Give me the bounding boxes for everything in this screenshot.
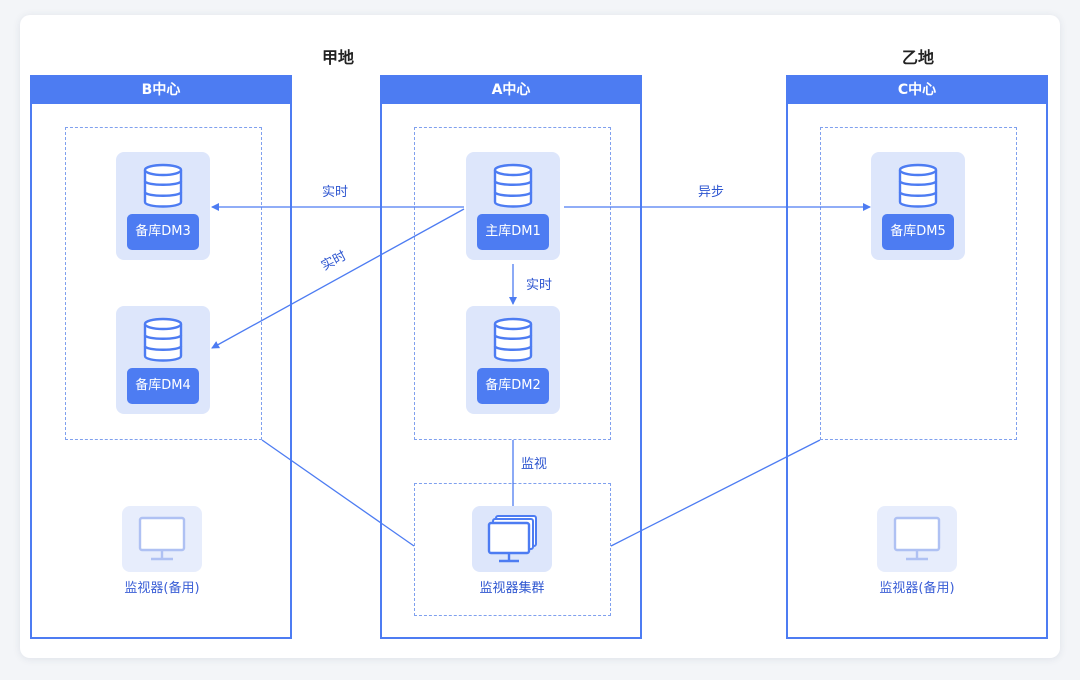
edge-monitor-c [610,439,821,547]
monitor-cluster-icon [487,515,537,563]
edge-label-dm1-dm3: 实时 [322,185,349,200]
monitor-a[interactable] [472,506,552,572]
monitor-icon [138,516,186,561]
db-group-a [414,127,611,440]
monitor-a-label: 监视器集群 [479,581,545,596]
center-a-title: A中心 [382,77,640,104]
db-group-b [65,127,262,440]
node-label: 备库DM3 [127,214,199,250]
monitor-b[interactable] [122,506,202,572]
node-label: 备库DM2 [477,368,549,404]
node-label: 主库DM1 [477,214,549,250]
edge-monitor-b [261,439,415,547]
monitor-c[interactable] [877,506,957,572]
monitor-c-label: 监视器(备用) [879,581,955,596]
db-group-c [820,127,1017,440]
monitor-b-label: 监视器(备用) [124,581,200,596]
edge-dm1-dm4 [211,208,465,349]
database-icon [143,163,183,208]
database-icon [493,163,533,208]
node-label: 备库DM4 [127,368,199,404]
edge-label-dm1-dm5: 异步 [698,185,725,200]
region-label-right: 乙地 [901,48,934,67]
database-icon [143,317,183,362]
database-icon [493,317,533,362]
database-icon [898,163,938,208]
node-dm3[interactable]: 备库DM3 [116,152,210,260]
node-dm5[interactable]: 备库DM5 [871,152,965,260]
edge-label-monitor: 监视 [521,457,548,472]
node-dm4[interactable]: 备库DM4 [116,306,210,414]
region-label-left: 甲地 [321,48,354,67]
node-dm2[interactable]: 备库DM2 [466,306,560,414]
center-b-title: B中心 [32,77,290,104]
node-label: 备库DM5 [882,214,954,250]
node-dm1[interactable]: 主库DM1 [466,152,560,260]
center-c-title: C中心 [788,77,1046,104]
edge-label-dm1-dm2: 实时 [526,278,553,293]
monitor-icon [893,516,941,561]
